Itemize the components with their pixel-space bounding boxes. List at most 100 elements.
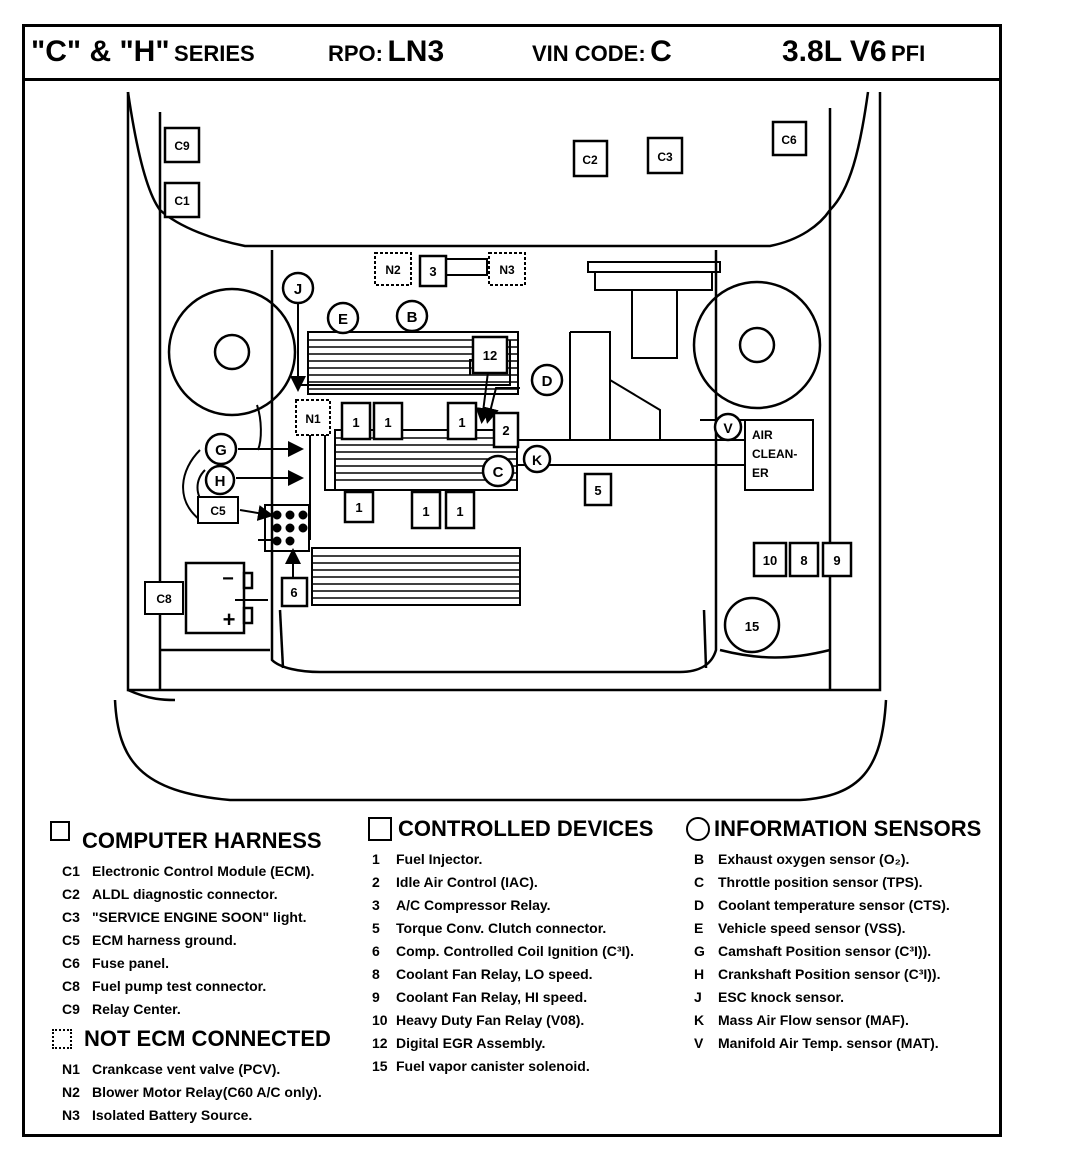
legend-code: 6: [372, 943, 380, 959]
legend-item: C3 "SERVICE ENGINE SOON" light.: [62, 906, 322, 929]
legend-text: Relay Center.: [92, 1001, 181, 1017]
legend-code: C3: [62, 909, 80, 925]
legend-code: 5: [372, 920, 380, 936]
wiring-harness: [182, 300, 745, 601]
legend-item: 6 Comp. Controlled Coil Ignition (C³I).: [372, 940, 653, 963]
fuel-injector: 1: [372, 401, 404, 441]
legend-text: Crankcase vent valve (PCV).: [92, 1061, 281, 1077]
legend-text: ESC knock sensor.: [718, 989, 845, 1005]
legend-computer-title-text: COMPUTER HARNESS: [82, 828, 322, 853]
box-12: 12: [471, 335, 509, 375]
label-g: G: [215, 442, 227, 459]
fuel-injector: 1: [444, 490, 476, 530]
legend-text: Blower Motor Relay(C60 A/C only).: [92, 1084, 322, 1100]
label-2: 2: [502, 423, 509, 438]
legend-code: B: [694, 851, 705, 867]
label-9: 9: [833, 553, 840, 568]
label-e: E: [338, 311, 348, 328]
label-injector: 1: [352, 415, 359, 430]
legend-controlled-title: CONTROLLED DEVICES: [368, 816, 653, 842]
label-d: D: [542, 373, 553, 390]
sensor-e: E: [326, 301, 360, 335]
vehicle-body-outline: [113, 91, 888, 802]
legend-text: "SERVICE ENGINE SOON" light.: [92, 909, 307, 925]
label-injector: 1: [355, 500, 362, 515]
legend-code: C: [694, 874, 705, 890]
box-6: 6: [280, 576, 309, 608]
legend-text: Idle Air Control (IAC).: [396, 874, 538, 890]
legend-text: Manifold Air Temp. sensor (MAT).: [718, 1035, 939, 1051]
legend-text: Coolant temperature sensor (CTS).: [718, 897, 950, 913]
label-c1: C1: [174, 194, 190, 208]
sensor-k: K: [522, 444, 552, 474]
legend-text: Isolated Battery Source.: [92, 1107, 253, 1123]
label-n2: N2: [385, 263, 401, 277]
legend-text: A/C Compressor Relay.: [396, 897, 551, 913]
label-10: 10: [763, 553, 777, 568]
legend-text: Torque Conv. Clutch connector.: [396, 920, 607, 936]
legend-text: Fuel Injector.: [396, 851, 483, 867]
legend-sensors-title: INFORMATION SENSORS: [686, 816, 981, 842]
legend-text: Heavy Duty Fan Relay (V08).: [396, 1012, 585, 1028]
rpo-value: LN3: [387, 35, 445, 68]
sensor-h: H: [204, 464, 236, 496]
legend-item: 9 Coolant Fan Relay, HI speed.: [372, 986, 653, 1009]
vin-label: VIN CODE: C: [532, 35, 672, 69]
label-injector: 1: [422, 504, 429, 519]
label-b: B: [407, 309, 418, 326]
label-h: H: [215, 473, 226, 490]
header-bar: "C" & "H" SERIES RPO: LN3 VIN CODE: C 3.…: [25, 27, 999, 81]
engine-suffix: PFI: [890, 41, 926, 66]
square-symbol-icon: [368, 817, 392, 841]
air-cleaner-label-1: AIR: [752, 428, 773, 442]
legend-code: 8: [372, 966, 380, 982]
legend-text: Coolant Fan Relay, HI speed.: [396, 989, 588, 1005]
box-c6: C6: [771, 120, 808, 157]
legend-item: N3 Isolated Battery Source.: [62, 1104, 331, 1127]
page-frame: "C" & "H" SERIES RPO: LN3 VIN CODE: C 3.…: [22, 24, 1002, 1137]
label-8: 8: [800, 553, 807, 568]
legend-text: ALDL diagnostic connector.: [92, 886, 278, 902]
box-n1: N1: [295, 399, 331, 436]
battery-minus: −: [222, 568, 234, 590]
label-c5: C5: [210, 504, 226, 518]
legend-code: N1: [62, 1061, 80, 1077]
air-cleaner-label-2: CLEAN-: [752, 447, 797, 461]
series-suffix: SERIES: [174, 41, 255, 66]
legend-text: ECM harness ground.: [92, 932, 237, 948]
legend-code: 9: [372, 989, 380, 1005]
label-n1: N1: [305, 412, 321, 426]
fuel-injector: 1: [340, 401, 372, 441]
throttle-body: [569, 261, 745, 440]
sensor-j: J: [281, 271, 315, 305]
series-value: "C" & "H": [31, 35, 170, 68]
label-c6: C6: [781, 133, 797, 147]
legend-code: 12: [372, 1035, 388, 1051]
legend-code: N3: [62, 1107, 80, 1123]
legend-text: Comp. Controlled Coil Ignition (C³I).: [396, 943, 634, 959]
legend-code: C5: [62, 932, 80, 948]
series-label: "C" & "H" SERIES: [31, 35, 255, 69]
label-c3: C3: [657, 150, 673, 164]
rpo-key: RPO:: [328, 41, 383, 66]
sensor-g: G: [204, 432, 238, 466]
box-c5: C5: [197, 496, 239, 524]
box-5: 5: [583, 472, 613, 507]
legend-sensors-title-text: INFORMATION SENSORS: [714, 816, 982, 841]
fuel-injector: 1: [446, 401, 478, 441]
label-injector: 1: [384, 415, 391, 430]
legend-code: C1: [62, 863, 80, 879]
